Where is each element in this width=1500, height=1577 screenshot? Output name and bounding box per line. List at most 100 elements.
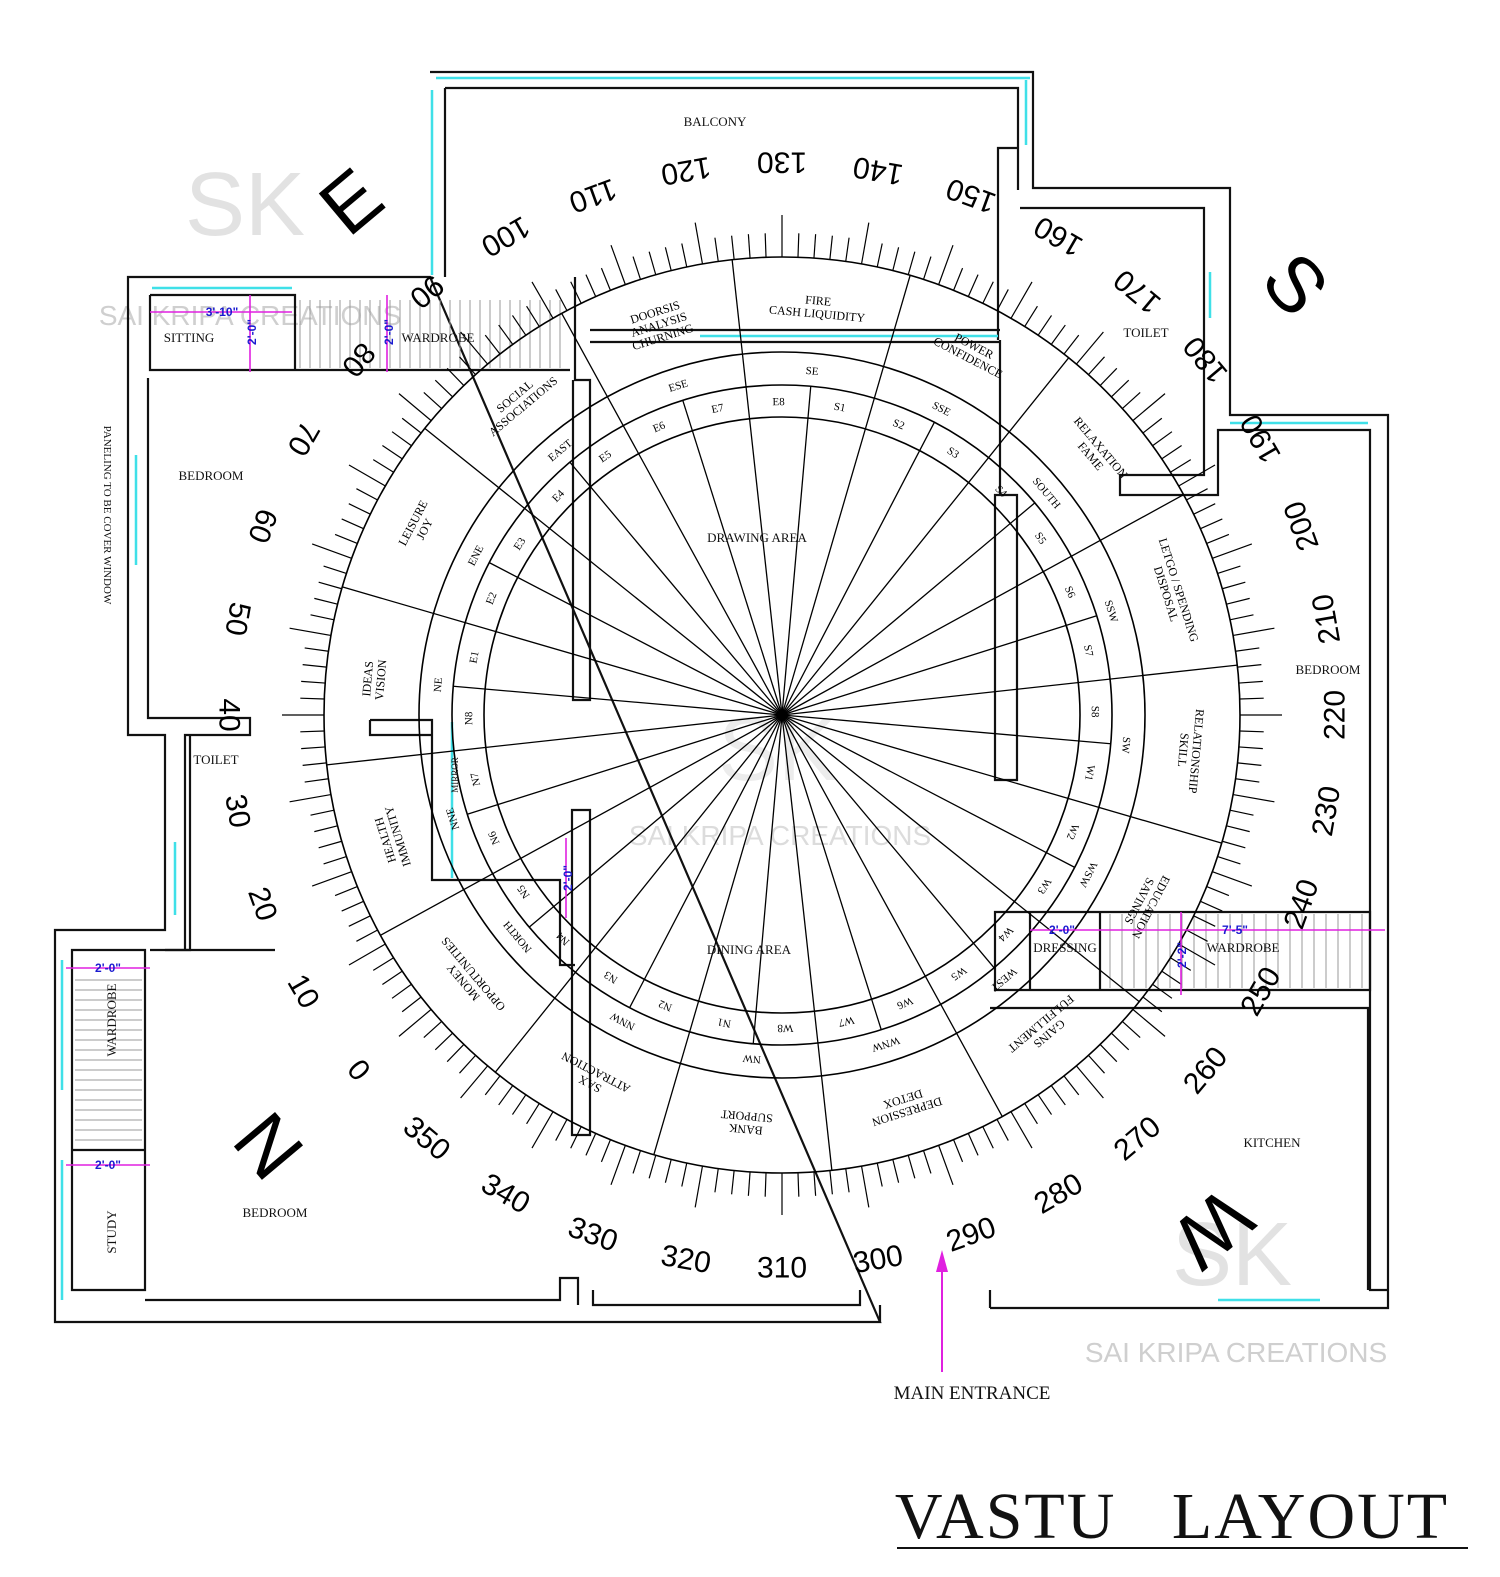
- degree-tick: [348, 943, 386, 966]
- degree-tick: [1226, 825, 1250, 833]
- degree-tick: [1111, 379, 1130, 398]
- degree-tick: [585, 1133, 597, 1156]
- degree-tick: [714, 1168, 719, 1193]
- degree-tick: [1088, 356, 1105, 376]
- degree-tick: [860, 1165, 870, 1208]
- sector-label: W3: [1034, 876, 1053, 896]
- degree-label: 50: [218, 600, 256, 639]
- degree-tick: [334, 886, 358, 897]
- degree-tick: [570, 281, 582, 304]
- watermark-text: SAI KRIPA CREATIONS: [629, 820, 931, 851]
- degree-tick: [484, 1075, 501, 1096]
- degree-tick: [498, 324, 514, 345]
- degree-tick: [498, 1085, 514, 1106]
- degree-tick: [1142, 996, 1163, 1013]
- sector-label: N5: [515, 882, 533, 900]
- degree-tick: [434, 1032, 453, 1051]
- direction-label: SSE: [930, 399, 953, 419]
- degree-tick: [1235, 647, 1260, 652]
- degree-tick: [860, 222, 870, 265]
- degree-tick: [1010, 1111, 1033, 1149]
- degree-tick: [585, 274, 597, 297]
- room-bedroom-bottom: BEDROOM: [242, 1205, 307, 1220]
- direction-label: SSW: [1102, 599, 1120, 625]
- degree-tick: [304, 778, 329, 783]
- room-labels: BALCONY SITTING WARDROBE BEDROOM PANELIN…: [101, 114, 1361, 1254]
- sector-divider: [781, 714, 1222, 844]
- degree-tick: [996, 1119, 1009, 1141]
- sector-label: E5: [597, 448, 614, 465]
- degree-tick: [892, 1159, 900, 1183]
- degree-tick: [1232, 793, 1275, 803]
- zone-label: BANKSUPPORT: [719, 1107, 774, 1139]
- degree-tick: [922, 256, 932, 280]
- degree-tick: [1235, 778, 1260, 783]
- sector-label: S2: [891, 417, 906, 432]
- degree-tick: [938, 244, 954, 285]
- sector-divider: [653, 714, 783, 1155]
- wardrobe-hatching: [75, 300, 1363, 1141]
- sector-divider: [781, 357, 1070, 716]
- degree-tick: [1222, 581, 1246, 590]
- watermark-logo: SK: [185, 155, 305, 255]
- sector-divider: [453, 685, 783, 716]
- degree-tick: [1063, 1075, 1080, 1096]
- degree-tick: [845, 1168, 850, 1193]
- cardinal-s: S: [1245, 236, 1346, 332]
- degree-tick: [967, 274, 979, 297]
- degree-tick: [526, 305, 540, 327]
- degree-tick: [1024, 305, 1038, 327]
- sector-label: E7: [710, 402, 725, 416]
- degree-tick: [1063, 334, 1080, 355]
- sector-label: E4: [550, 487, 567, 504]
- degree-tick: [610, 244, 626, 285]
- degree-tick: [356, 929, 378, 942]
- degree-tick: [1229, 614, 1254, 621]
- zone-label: DEPRESSIONDETOX: [866, 1082, 944, 1130]
- degree-tick: [1099, 1044, 1118, 1063]
- degree-tick: [694, 222, 704, 265]
- degree-tick: [1239, 730, 1264, 733]
- dim-wardrobe-top-depth: 2'-0": [382, 319, 396, 345]
- sector-label: S1: [833, 401, 847, 415]
- degree-tick: [1206, 886, 1230, 897]
- sector-label: E1: [468, 650, 482, 664]
- degree-label: 210: [1306, 591, 1347, 646]
- degree-tick: [318, 581, 342, 590]
- degree-tick: [797, 233, 800, 258]
- sector-divider: [569, 461, 783, 716]
- room-wardrobe-left: WARDROBE: [104, 983, 119, 1056]
- degree-tick: [531, 281, 554, 319]
- degree-label: 220: [1319, 690, 1352, 740]
- sector-divider: [781, 275, 911, 716]
- dim-wardrobe-left-top: 2'-0": [95, 961, 121, 975]
- degree-tick: [334, 533, 358, 544]
- room-study: STUDY: [104, 1210, 119, 1254]
- degree-tick: [982, 281, 994, 304]
- degree-tick: [813, 1171, 817, 1196]
- sector-label: N4: [554, 929, 572, 947]
- sector-label: W5: [948, 964, 968, 983]
- degree-tick: [813, 234, 817, 259]
- sector-divider: [494, 714, 783, 1073]
- degree-label: 180: [1177, 330, 1234, 390]
- direction-label: WSW: [1076, 860, 1099, 890]
- degree-tick: [664, 247, 672, 271]
- degree-tick: [1193, 915, 1216, 927]
- degree-tick: [301, 680, 326, 684]
- degree-tick: [764, 1172, 767, 1197]
- degree-label: 290: [942, 1211, 1000, 1259]
- degree-label: 340: [476, 1167, 536, 1221]
- sector-label: W4: [995, 924, 1015, 944]
- degree-tick: [938, 1145, 954, 1186]
- compass-ring-2: [451, 384, 1113, 1046]
- room-wardrobe-right: WARDROBE: [1207, 940, 1280, 955]
- sector-label: W1: [1082, 764, 1097, 782]
- degree-tick: [311, 871, 352, 887]
- degree-tick: [1152, 983, 1173, 999]
- degree-label: 60: [241, 505, 283, 548]
- degree-tick: [1161, 444, 1182, 460]
- room-bedroom-ne: BEDROOM: [178, 468, 243, 483]
- zone-label: GAINSFULFILLMENT: [1005, 992, 1086, 1066]
- sector-label: E3: [512, 535, 529, 552]
